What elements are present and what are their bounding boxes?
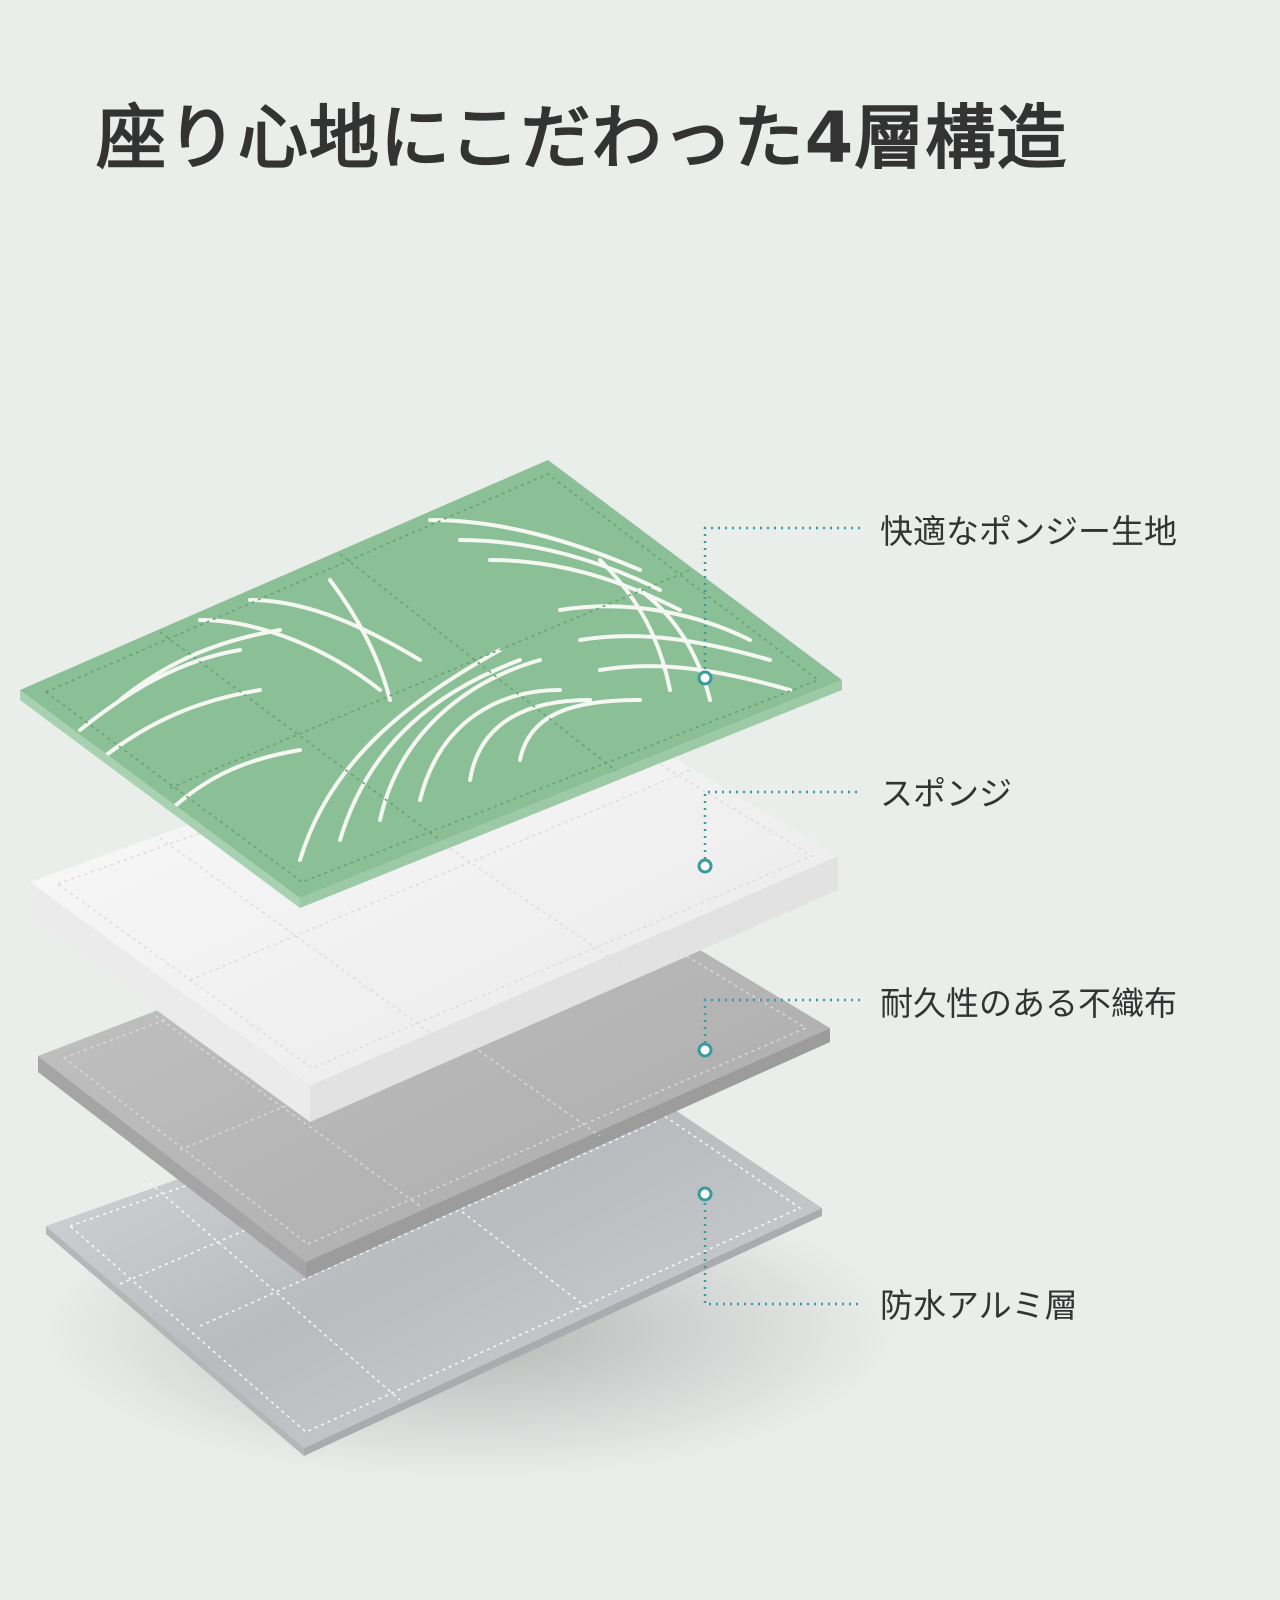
leader-line-aluminum	[703, 1196, 862, 1306]
leader-line-non-woven	[703, 998, 862, 1050]
label-aluminum: 防水アルミ層	[880, 1286, 1078, 1325]
leader-lines	[703, 526, 862, 1306]
page-title: 座り心地にこだわった4層構造	[96, 97, 1068, 179]
label-sponge: スポンジ	[880, 774, 1012, 813]
leader-line-fabric	[703, 526, 862, 676]
marker-dot-fabric	[697, 670, 713, 686]
marker-dot-non-woven	[697, 1042, 713, 1058]
marker-dot-sponge	[697, 858, 713, 874]
fabric-layer	[20, 460, 842, 908]
marker-dot-aluminum	[697, 1186, 713, 1202]
sponge-layer	[30, 690, 838, 1122]
aluminum-layer	[46, 1040, 822, 1456]
label-non-woven: 耐久性のある不織布	[880, 984, 1177, 1023]
label-fabric: 快適なポンジー生地	[880, 512, 1177, 551]
